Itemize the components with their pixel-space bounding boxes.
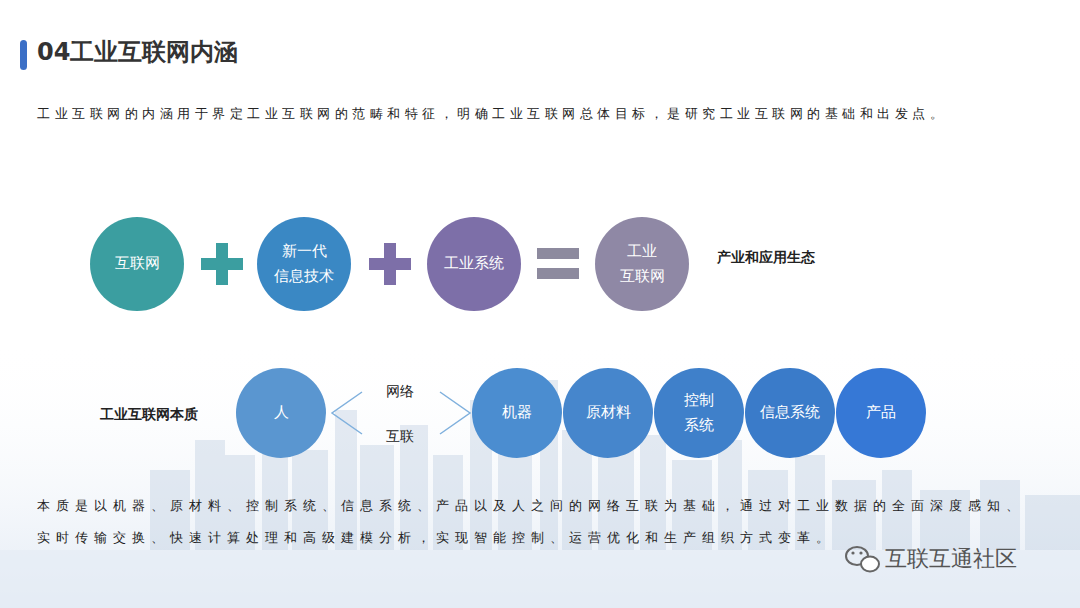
circle-fill (257, 217, 351, 311)
circle-text-group: 工业 互联网 (619, 239, 665, 290)
circle-shape (654, 368, 744, 458)
circle-text-group: 信息系统 (760, 400, 820, 426)
concept-circle: 互联网 (90, 217, 184, 311)
circle-fill (427, 217, 521, 311)
circle-label: 控制 系统 (684, 388, 715, 439)
watermark: 互联互通社区 (885, 545, 1017, 574)
circle-label: 信息系统 (760, 400, 820, 426)
circle-fill (654, 368, 744, 458)
circle-label: 人 (274, 400, 289, 426)
circle-fill (563, 368, 653, 458)
circle-label: 工业 互联网 (619, 239, 665, 290)
intro-text: 工业互联网的内涵用于界定工业互联网的范畴和特征，明确工业互联网总体目标，是研究工… (37, 106, 947, 123)
circle-label: 产品 (866, 400, 896, 426)
circle-text-group: 工业系统 (444, 251, 504, 277)
circle-text-group: 原材料 (586, 400, 631, 426)
outcome-label: 产业和应用生态 (717, 248, 815, 266)
concept-circle: 新一代 信息技术 (257, 217, 351, 311)
entity-circle: 原材料 (563, 368, 653, 458)
circle-text-group: 新一代 信息技术 (274, 239, 335, 290)
plus-sign (369, 243, 411, 285)
circle-fill (236, 368, 326, 458)
circle-text-group: 机器 (502, 400, 532, 426)
entity-circle: 产品 (836, 368, 926, 458)
circle-label: 互联网 (115, 251, 160, 277)
slide-title: 04工业互联网内涵 (37, 36, 238, 68)
circle-fill (745, 368, 835, 458)
circle-fill (472, 368, 562, 458)
circle-label: 新一代 信息技术 (274, 239, 335, 290)
circle-label: 机器 (502, 400, 532, 426)
circle-fill (595, 217, 689, 311)
sky-fade (0, 340, 1080, 608)
circle-shape (257, 217, 351, 311)
entity-circle: 控制 系统 (654, 368, 744, 458)
result-circle: 工业 互联网 (595, 217, 689, 311)
wechat-icon (846, 547, 879, 572)
summary-text: 本质是以机器、原材料、控制系统、信息系统、产品以及人之间的网络互联为基础，通过对… (37, 490, 1037, 554)
circle-text-group: 人 (274, 400, 289, 426)
entity-circle: 人 (236, 368, 326, 458)
circle-text-group: 产品 (866, 400, 896, 426)
entity-circle: 信息系统 (745, 368, 835, 458)
link-label: 网络 (386, 382, 414, 400)
title-bar (20, 40, 27, 70)
row-label: 工业互联网本质 (100, 405, 198, 423)
circle-label: 原材料 (586, 400, 631, 426)
circle-label: 工业系统 (444, 251, 504, 277)
equals-sign (537, 248, 579, 279)
circle-shape (595, 217, 689, 311)
circle-fill (836, 368, 926, 458)
link-label: 互联 (386, 427, 414, 445)
plus-sign (201, 243, 243, 285)
circle-text-group: 控制 系统 (684, 388, 715, 439)
entity-circle: 机器 (472, 368, 562, 458)
circle-text-group: 互联网 (115, 251, 160, 277)
circle-fill (90, 217, 184, 311)
concept-circle: 工业系统 (427, 217, 521, 311)
